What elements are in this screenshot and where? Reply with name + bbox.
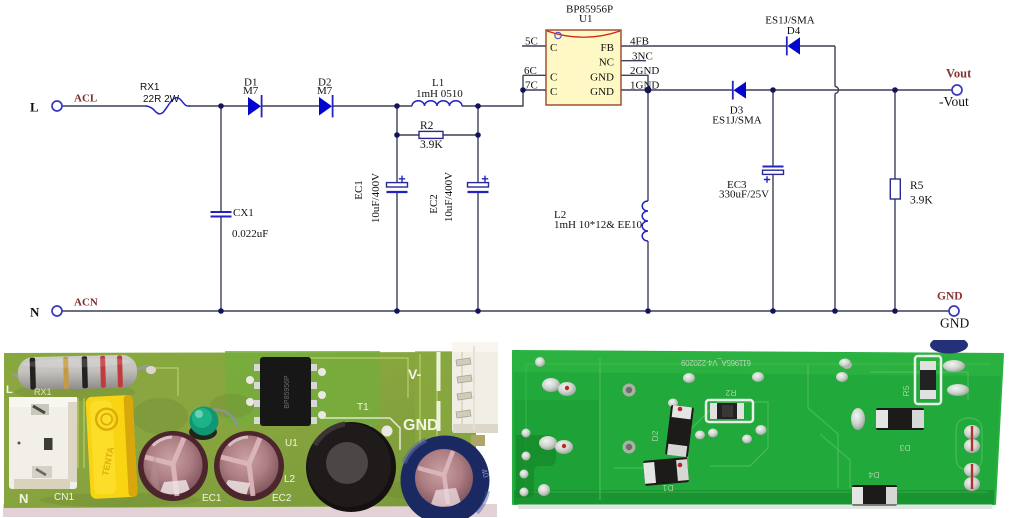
svg-text:EC1: EC1 — [202, 493, 222, 504]
svg-text:3.9K: 3.9K — [910, 195, 933, 207]
svg-text:4FB: 4FB — [630, 36, 649, 48]
svg-text:ACN: ACN — [74, 297, 98, 309]
svg-text:3NC: 3NC — [632, 51, 653, 63]
svg-text:T1: T1 — [357, 402, 369, 413]
svg-text:N: N — [19, 491, 28, 506]
svg-text:N: N — [30, 305, 40, 320]
svg-text:RX1: RX1 — [34, 387, 52, 397]
svg-text:ES1J/SMA: ES1J/SMA — [712, 115, 762, 127]
svg-text:L: L — [30, 100, 39, 115]
svg-text:EC2: EC2 — [428, 194, 440, 214]
svg-text:330uF/25V: 330uF/25V — [719, 189, 769, 201]
svg-text:V-: V- — [408, 366, 422, 382]
svg-text:1GND: 1GND — [630, 80, 659, 92]
svg-text:1mH 10*12& EE10: 1mH 10*12& EE10 — [554, 219, 642, 231]
svg-text:EC3: EC3 — [727, 179, 747, 191]
svg-text:3.9K: 3.9K — [420, 139, 443, 151]
svg-text:ES1J/SMA: ES1J/SMA — [765, 15, 815, 27]
svg-text:22R 2W: 22R 2W — [143, 94, 180, 105]
svg-text:U1: U1 — [579, 13, 592, 25]
svg-text:D3: D3 — [899, 443, 910, 453]
svg-text:D4: D4 — [868, 470, 879, 480]
svg-text:10uF/400V: 10uF/400V — [443, 172, 455, 222]
svg-text:0.022uF: 0.022uF — [232, 228, 268, 240]
svg-text:D3: D3 — [730, 105, 744, 117]
svg-text:D2: D2 — [650, 430, 660, 441]
svg-text:-Vout: -Vout — [939, 94, 969, 109]
svg-text:D4: D4 — [787, 25, 801, 37]
svg-text:R2: R2 — [420, 120, 434, 132]
svg-text:1mH 0510: 1mH 0510 — [416, 88, 463, 100]
svg-text:7C: 7C — [525, 80, 538, 92]
svg-text:BP85956P: BP85956P — [566, 4, 613, 16]
svg-text:R5: R5 — [910, 180, 924, 192]
svg-text:GND: GND — [590, 86, 614, 98]
svg-text:GND: GND — [403, 417, 439, 434]
svg-text:6C: 6C — [524, 65, 537, 77]
svg-text:D1: D1 — [244, 77, 257, 89]
svg-text:Vout: Vout — [946, 67, 972, 81]
svg-text:C: C — [550, 72, 557, 84]
svg-text:NC: NC — [599, 57, 614, 69]
svg-text:GND: GND — [937, 291, 963, 303]
svg-text:RX1: RX1 — [140, 82, 160, 93]
svg-text:L1: L1 — [432, 77, 444, 89]
svg-text:40: 40 — [479, 468, 491, 480]
svg-text:R5: R5 — [901, 385, 911, 396]
svg-text:R2: R2 — [725, 388, 736, 398]
svg-text:D1: D1 — [662, 483, 673, 493]
svg-text:BP85956P: BP85956P — [284, 375, 291, 409]
svg-text:FB: FB — [601, 42, 614, 54]
svg-text:C: C — [550, 86, 557, 98]
svg-text:L: L — [6, 384, 13, 396]
svg-text:GND: GND — [940, 316, 969, 331]
svg-text:C: C — [550, 42, 557, 54]
svg-text:L2: L2 — [284, 474, 296, 485]
svg-text:611965A_V4-220209: 611965A_V4-220209 — [680, 358, 751, 367]
svg-text:CN1: CN1 — [54, 492, 74, 503]
svg-text:CX1: CX1 — [233, 207, 254, 219]
svg-text:EC2: EC2 — [272, 493, 292, 504]
svg-text:M7: M7 — [243, 85, 259, 97]
svg-text:U1: U1 — [285, 438, 298, 449]
svg-text:GND: GND — [590, 72, 614, 84]
svg-text:M7: M7 — [317, 85, 333, 97]
svg-text:D2: D2 — [318, 77, 331, 89]
svg-text:10uF/400V: 10uF/400V — [370, 173, 382, 223]
svg-text:5C: 5C — [525, 36, 538, 48]
svg-text:EC1: EC1 — [353, 180, 365, 200]
svg-text:L2: L2 — [554, 209, 566, 221]
svg-text:2GND: 2GND — [630, 65, 659, 77]
svg-text:ACL: ACL — [74, 93, 97, 105]
